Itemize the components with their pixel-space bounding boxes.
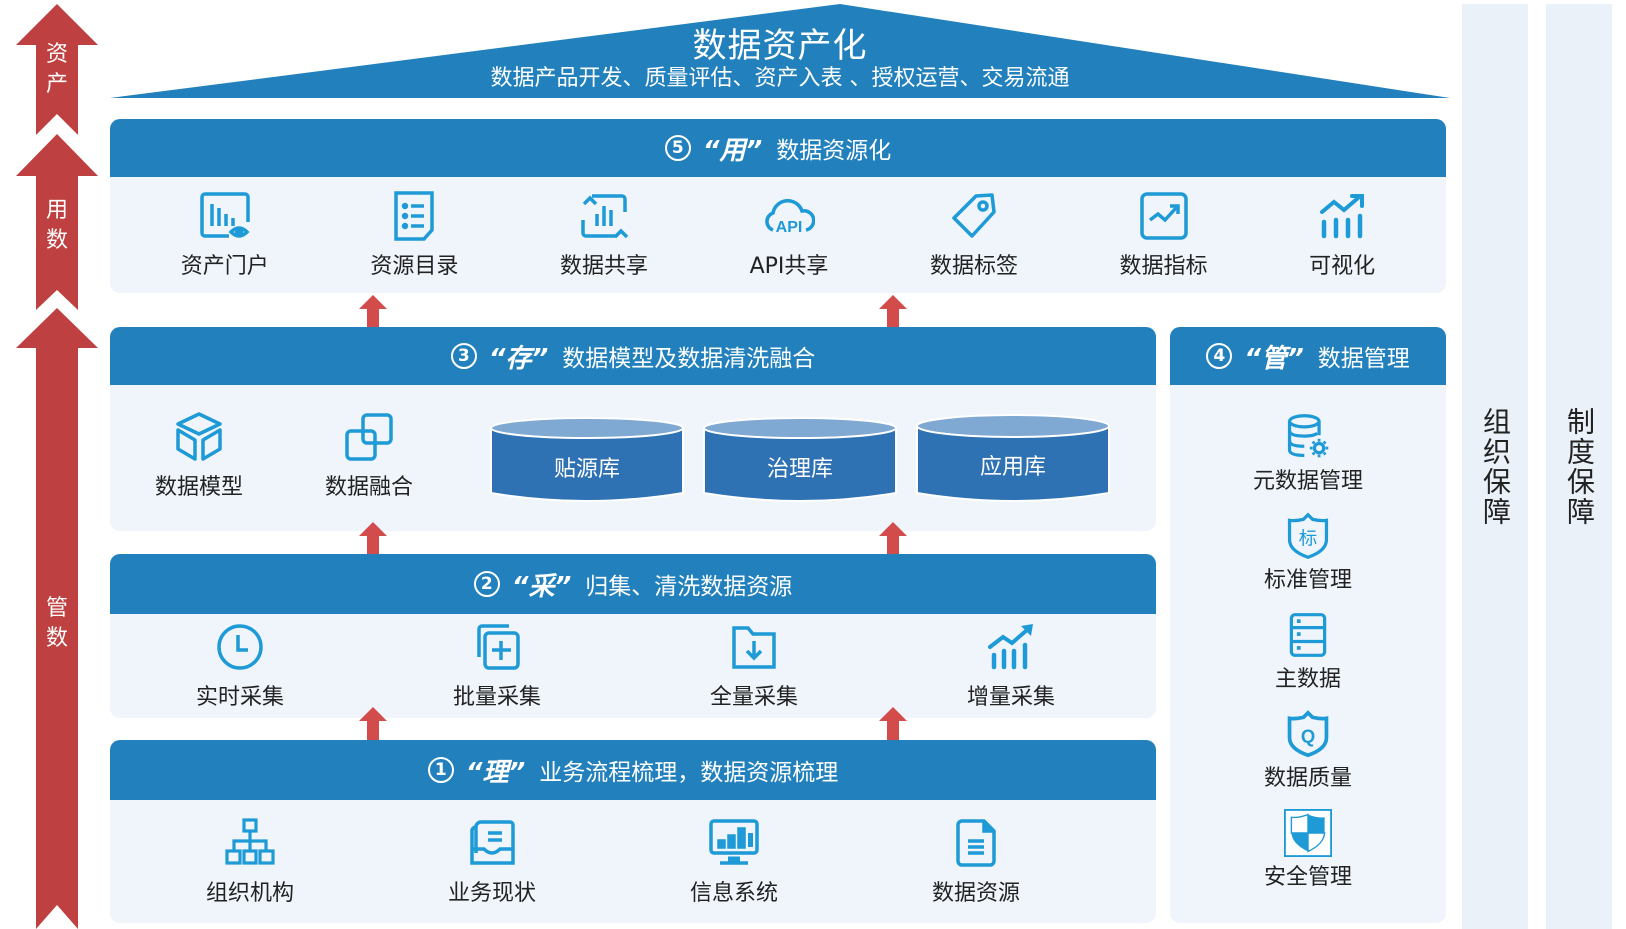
manage-item-master-data[interactable]: 主数据	[1275, 611, 1341, 693]
svg-text:Q: Q	[1301, 725, 1315, 746]
security-shield-icon	[1283, 809, 1332, 857]
flow-arrow	[879, 295, 907, 329]
data-share-icon	[581, 194, 629, 239]
flow-arrow	[359, 295, 387, 329]
left-label-use: 用数	[45, 198, 68, 253]
monitor-chart-icon	[709, 818, 759, 865]
batch-add-icon	[477, 624, 520, 670]
sort-item-org[interactable]: 组织机构	[150, 817, 350, 907]
section-keyword: “管”	[1244, 343, 1304, 374]
manage-items: 元数据管理 标 标准管理 主数据 Q 数据质量 安全管理	[1170, 385, 1446, 891]
section-title: 业务流程梳理，数据资源梳理	[539, 760, 839, 786]
folder-download-icon	[732, 626, 776, 669]
step-number: 2	[473, 571, 500, 597]
side-system-guarantee: 制度保障	[1546, 4, 1612, 929]
use-item-metric[interactable]: 数据指标	[1120, 190, 1208, 280]
section-keyword: “采”	[511, 571, 572, 602]
manage-item-metadata[interactable]: 元数据管理	[1253, 413, 1363, 495]
side-org-guarantee: 组织保障	[1462, 4, 1528, 929]
roof-subtitle: 数据产品开发、质量评估、资产入表 、授权运营、交易流通	[490, 66, 1070, 91]
svg-text:标: 标	[1299, 528, 1317, 549]
left-label-asset: 资产	[45, 42, 68, 97]
manage-item-standard[interactable]: 标 标准管理	[1264, 512, 1352, 594]
cube-icon	[176, 412, 222, 461]
collect-item-full[interactable]: 全量采集	[654, 621, 854, 711]
quality-shield-icon: Q	[1287, 710, 1329, 758]
manage-item-security[interactable]: 安全管理	[1264, 809, 1352, 891]
sort-item-business[interactable]: 业务现状	[392, 817, 592, 907]
section-sort-header: 1 “理” 业务流程梳理，数据资源梳理	[110, 740, 1156, 800]
manage-item-quality[interactable]: Q 数据质量	[1264, 710, 1352, 792]
collect-item-batch[interactable]: 批量采集	[397, 621, 597, 711]
flow-arrow	[359, 707, 387, 741]
use-item-data-share[interactable]: 数据共享	[560, 190, 648, 280]
use-item-api-share[interactable]: API API共享	[750, 190, 828, 280]
section-store: 3 “存” 数据模型及数据清洗融合 数据模型 数据融合 贴源库 治理库 应用库	[110, 327, 1156, 531]
visualization-icon	[1320, 194, 1365, 239]
section-title: 数据管理	[1317, 346, 1410, 372]
arrow-asset	[16, 4, 98, 135]
catalog-icon	[394, 191, 435, 241]
section-title: 数据资源化	[776, 138, 892, 164]
svg-text:API: API	[776, 219, 803, 236]
section-collect: 2 “采” 归集、清洗数据资源 实时采集 批量采集 全量采集 增量采集	[110, 554, 1156, 718]
collect-items: 实时采集 批量采集 全量采集 增量采集	[110, 614, 1156, 718]
db-application: 应用库	[916, 413, 1110, 502]
left-label-manage: 管数	[45, 596, 68, 651]
step-number: 1	[427, 757, 454, 783]
flow-arrow	[359, 522, 387, 556]
sort-items: 组织机构 业务现状 信息系统 数据资源	[110, 800, 1156, 923]
sort-item-data[interactable]: 数据资源	[876, 817, 1076, 907]
step-number: 3	[450, 343, 477, 369]
standard-shield-icon: 标	[1287, 512, 1329, 559]
store-item-merge[interactable]: 数据融合	[325, 411, 413, 501]
section-keyword: “理”	[465, 757, 526, 788]
section-title: 数据模型及数据清洗融合	[562, 346, 816, 372]
tag-icon	[952, 193, 996, 238]
arrow-use	[16, 134, 98, 310]
db-governance: 治理库	[703, 417, 897, 505]
section-use: 5 “用” 数据资源化 资产门户 资源目录	[110, 119, 1446, 293]
metric-chart-icon	[1139, 192, 1188, 240]
org-chart-icon	[225, 817, 275, 865]
section-collect-header: 2 “采” 归集、清洗数据资源	[110, 554, 1156, 614]
arrow-manage	[16, 308, 98, 929]
collect-item-realtime[interactable]: 实时采集	[140, 621, 340, 711]
collect-item-incremental[interactable]: 增量采集	[911, 621, 1111, 711]
left-arrows	[16, 4, 98, 929]
use-item-visualization[interactable]: 可视化	[1309, 190, 1375, 280]
api-cloud-icon: API	[765, 198, 815, 236]
section-use-header: 5 “用” 数据资源化	[110, 119, 1446, 177]
database-gear-icon	[1287, 414, 1329, 458]
store-item-model[interactable]: 数据模型	[155, 411, 243, 501]
document-icon	[956, 818, 996, 867]
merge-squares-icon	[345, 413, 393, 461]
db-source: 贴源库	[490, 417, 684, 505]
flow-arrow	[879, 522, 907, 556]
use-item-tag[interactable]: 数据标签	[930, 190, 1018, 280]
section-keyword: “存”	[488, 343, 549, 374]
section-sort: 1 “理” 业务流程梳理，数据资源梳理 组织机构 业务现状 信息系统 数据资源	[110, 740, 1156, 923]
clock-icon	[217, 624, 263, 670]
business-tray-icon	[470, 819, 515, 865]
server-stack-icon	[1289, 613, 1327, 657]
asset-portal-icon	[200, 192, 250, 238]
step-number: 4	[1206, 343, 1233, 369]
growth-chart-icon	[988, 624, 1033, 670]
roof-banner	[110, 4, 1450, 98]
use-item-asset-portal[interactable]: 资产门户	[181, 190, 269, 280]
section-manage-header: 4 “管” 数据管理	[1170, 327, 1446, 385]
roof-title: 数据资产化	[692, 26, 868, 66]
flow-arrow	[879, 707, 907, 741]
sort-item-system[interactable]: 信息系统	[634, 817, 834, 907]
use-item-catalog[interactable]: 资源目录	[370, 190, 458, 280]
section-title: 归集、清洗数据资源	[585, 574, 793, 600]
section-manage: 4 “管” 数据管理 元数据管理 标 标准管理 主数据 Q 数据质量 安全管理	[1170, 327, 1446, 923]
section-store-header: 3 “存” 数据模型及数据清洗融合	[110, 327, 1156, 385]
step-number: 5	[664, 135, 691, 161]
use-items: 资产门户 资源目录 数据共享 API API共享	[110, 177, 1446, 293]
section-keyword: “用”	[702, 135, 763, 166]
